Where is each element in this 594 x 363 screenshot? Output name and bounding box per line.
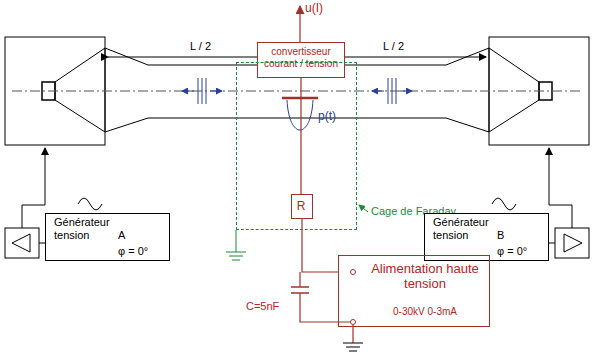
wave-arrow	[182, 91, 194, 92]
horn-adapter	[105, 48, 148, 132]
electrode-plate	[282, 97, 318, 100]
signal-wire	[22, 148, 45, 228]
wire-connector	[302, 219, 338, 272]
amplifier-symbol	[12, 234, 30, 252]
amplifier-box	[5, 228, 39, 258]
wire	[549, 243, 555, 244]
generator-box: Générateur tensionBφ = 0°	[424, 213, 549, 261]
speaker-horn	[55, 48, 105, 132]
axis-line	[12, 91, 582, 92]
node-text: convertisseur courant / tension	[260, 46, 342, 69]
dimension-label: L / 2	[383, 40, 404, 52]
power-supply-box: Alimentation haute tension 0-30kV 0-3mA	[338, 255, 490, 327]
faraday-cage: Cage de FaradayR	[236, 62, 357, 230]
leader-line	[359, 205, 368, 212]
terminal	[351, 270, 356, 275]
electrode-cup	[287, 100, 313, 130]
wire-connector	[300, 78, 301, 194]
node-text: Alimentation haute tension	[363, 262, 487, 292]
wave-arrow	[372, 91, 384, 92]
node-text: 0-30kV 0-3mA	[363, 306, 487, 318]
sine-symbol	[78, 198, 102, 210]
node-text: A	[118, 229, 125, 242]
node-text: φ = 0°	[118, 245, 148, 258]
ground-wire	[236, 230, 237, 252]
amplifier-box	[555, 228, 589, 258]
capacitor-plate	[291, 286, 309, 288]
signal-name: p(t)	[318, 110, 336, 123]
wave-front	[198, 78, 206, 104]
terminal	[351, 320, 356, 325]
component-value: C=5nF	[246, 300, 279, 312]
resistor-symbol: R	[291, 194, 313, 219]
output-arrow	[299, 6, 300, 42]
speaker-horn	[489, 48, 539, 132]
wave-arrow	[210, 91, 222, 92]
converter-box: convertisseur courant / tension	[257, 42, 345, 78]
wire	[299, 272, 300, 287]
horn-adapter	[446, 48, 489, 132]
wire	[300, 293, 350, 322]
node-text: B	[497, 229, 504, 242]
node-text: Générateur tension	[433, 216, 505, 241]
wave-front	[388, 78, 396, 104]
ground-symbol	[226, 252, 246, 260]
wire	[352, 325, 353, 343]
node-text: R	[292, 200, 310, 214]
wave-arrow	[400, 91, 412, 92]
signal-name: u(I)	[305, 2, 323, 15]
ground-symbol	[343, 343, 363, 351]
dimension-label: L / 2	[190, 40, 211, 52]
node-text: Générateur tension	[54, 216, 126, 241]
generator-box: Générateur tensionAφ = 0°	[45, 213, 170, 261]
sine-symbol	[492, 198, 516, 210]
amplifier-symbol	[564, 234, 582, 252]
node-text: φ = 0°	[497, 245, 527, 258]
signal-wire	[549, 148, 572, 228]
